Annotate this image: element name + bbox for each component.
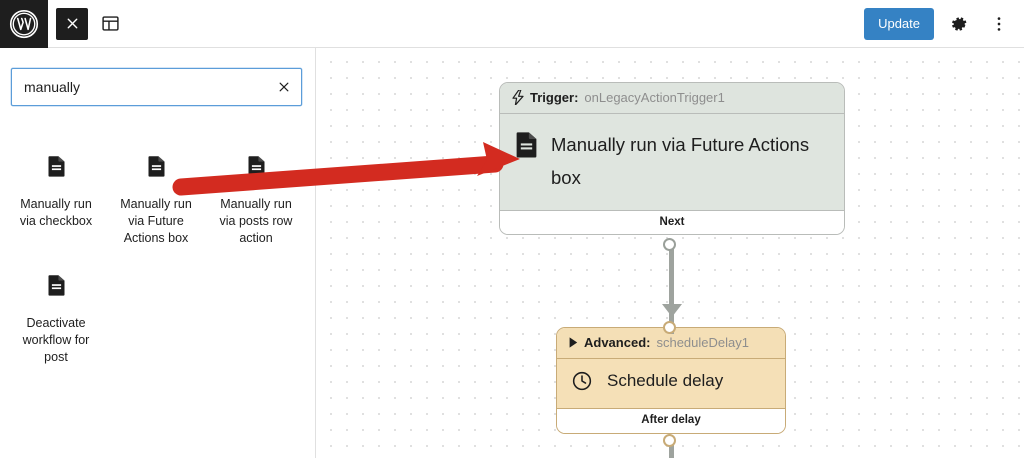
node-output-port-trigger[interactable]	[663, 238, 676, 251]
document-icon	[516, 128, 537, 163]
block-item-manually-run-via-future-actions-box[interactable]: Manually run via Future Actions box	[106, 150, 206, 247]
connector-arrow-icon	[661, 304, 682, 317]
node-input-port-advanced[interactable]	[663, 321, 676, 334]
block-item-manually-run-via-posts-row-action[interactable]: Manually run via posts row action	[206, 150, 306, 247]
top-toolbar: Update	[0, 0, 1024, 48]
connector-line	[669, 244, 674, 334]
clock-icon	[571, 368, 593, 397]
wordpress-logo-icon[interactable]	[0, 0, 48, 48]
document-icon	[244, 154, 268, 178]
lightning-bolt-icon	[512, 90, 524, 105]
node-title: Manually run via Future Actions box	[551, 134, 810, 188]
node-header-trigger: Trigger: onLegacyActionTrigger1	[500, 83, 844, 114]
node-title: Schedule delay	[607, 371, 724, 390]
search-field-wrapper[interactable]	[11, 68, 302, 106]
connector-line-outgoing	[669, 440, 674, 458]
search-clear-icon[interactable]	[267, 69, 301, 105]
kebab-menu-icon[interactable]	[984, 8, 1014, 40]
block-item-label: Manually run via posts row action	[219, 197, 293, 245]
layout-panel-icon[interactable]	[94, 8, 126, 40]
block-item-label: Manually run via Future Actions box	[120, 197, 192, 245]
workflow-node-advanced[interactable]: Advanced: scheduleDelay1 Schedule delay …	[556, 327, 786, 434]
workflow-canvas[interactable]: Trigger: onLegacyActionTrigger1 Manually…	[317, 48, 1024, 458]
block-item-label: Deactivate workflow for post	[22, 316, 90, 364]
block-results-grid: Manually run via checkbox Manually run v…	[6, 150, 306, 366]
update-button[interactable]: Update	[864, 7, 934, 40]
triangle-right-icon[interactable]	[569, 337, 578, 348]
node-kind-label: Advanced:	[584, 335, 651, 350]
search-input[interactable]	[12, 69, 267, 105]
close-icon[interactable]	[56, 7, 88, 40]
document-icon	[44, 154, 68, 178]
block-inserter-panel: Manually run via checkbox Manually run v…	[0, 48, 316, 458]
document-icon	[44, 273, 68, 297]
node-id-label: scheduleDelay1	[656, 335, 749, 350]
node-body-advanced: Schedule delay	[557, 359, 785, 408]
node-footer-next[interactable]: Next	[500, 210, 844, 234]
block-item-label: Manually run via checkbox	[19, 197, 93, 228]
toolbar-left-group	[56, 7, 126, 40]
node-output-port-advanced[interactable]	[663, 434, 676, 447]
gear-icon[interactable]	[944, 8, 974, 40]
toolbar-right-group: Update	[864, 7, 1014, 40]
node-kind-label: Trigger:	[530, 90, 579, 105]
workflow-node-trigger[interactable]: Trigger: onLegacyActionTrigger1 Manually…	[499, 82, 845, 235]
node-body-trigger: Manually run via Future Actions box	[500, 114, 844, 210]
node-id-label: onLegacyActionTrigger1	[584, 90, 725, 105]
node-footer-after-delay[interactable]: After delay	[557, 408, 785, 433]
block-item-manually-run-via-checkbox[interactable]: Manually run via checkbox	[6, 150, 106, 247]
block-item-deactivate-workflow-for-post[interactable]: Deactivate workflow for post	[6, 269, 106, 366]
document-icon	[144, 154, 168, 178]
